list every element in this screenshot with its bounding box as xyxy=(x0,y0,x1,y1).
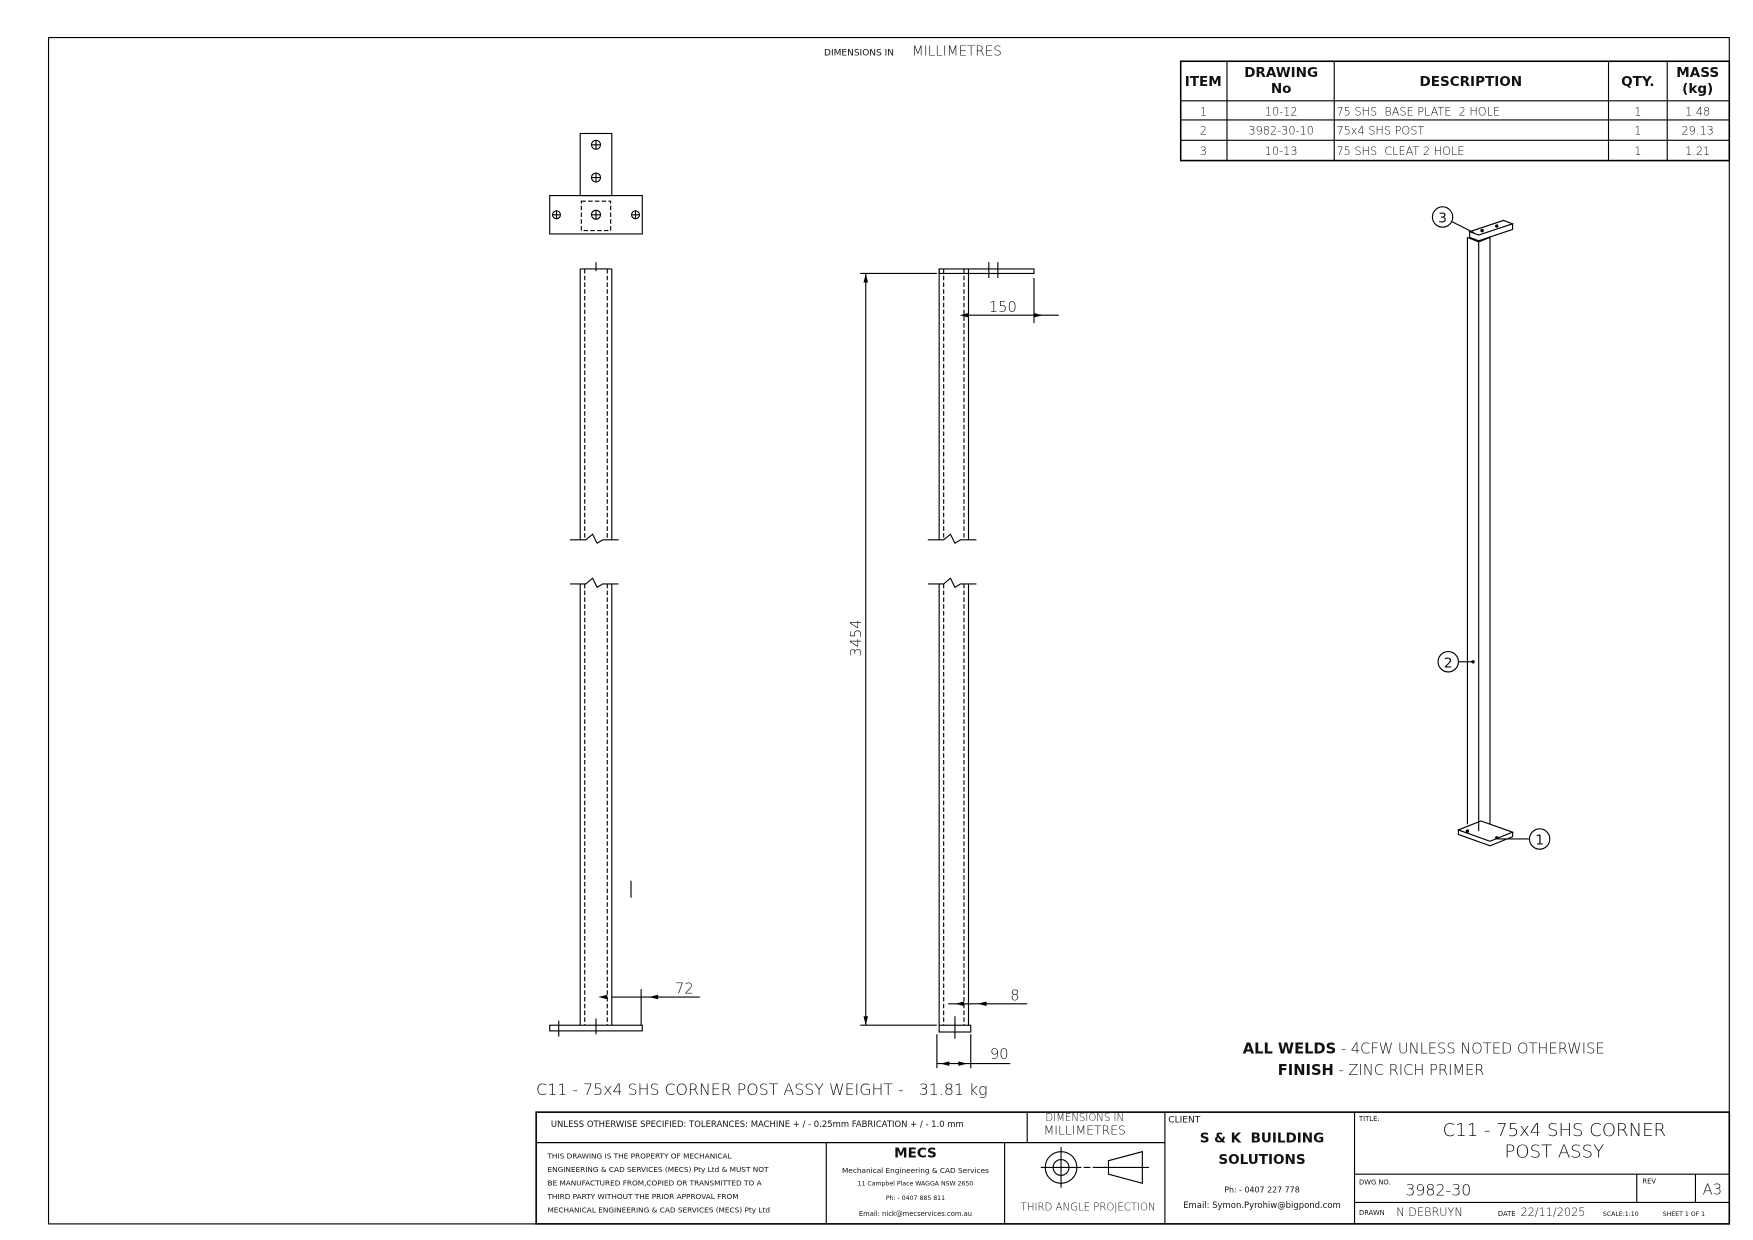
drawn-by: N DEBRUYN xyxy=(1396,1206,1463,1219)
company-name: Mechanical Engineering & CAD Services xyxy=(842,1166,989,1175)
bom-cell-mass: 1.21 xyxy=(1685,145,1710,158)
finish-label: FINISH xyxy=(1278,1062,1334,1079)
tolerances-note: UNLESS OTHERWISE SPECIFIED: TOLERANCES: … xyxy=(551,1119,964,1129)
company-email: Email: nick@mecservices.com.au xyxy=(859,1210,972,1218)
bom-header-item: ITEM xyxy=(1185,74,1222,90)
client-phone: Ph: - 0407 227 778 xyxy=(1224,1185,1300,1194)
property-notice: THIS DRAWING IS THE PROPERTY OF MECHANIC… xyxy=(546,1151,770,1214)
title-dims-prefix: DIMENSIONS IN xyxy=(1045,1113,1124,1124)
svg-text:2: 2 xyxy=(1444,655,1453,671)
balloon-1: 1 xyxy=(1497,828,1551,850)
drawn-label: DRAWN xyxy=(1359,1209,1385,1217)
bom-cell-item: 1 xyxy=(1200,105,1207,118)
bom-cell-item: 3 xyxy=(1200,145,1207,158)
dwg-no-label: DWG NO. xyxy=(1359,1178,1391,1186)
scale: SCALE:1:10 xyxy=(1603,1211,1639,1218)
bom-cell-item: 2 xyxy=(1200,125,1207,138)
bom-header-description: DESCRIPTION xyxy=(1419,74,1522,90)
dims-prefix: DIMENSIONS IN xyxy=(824,49,894,59)
bom-cell-drawing: 10-12 xyxy=(1265,105,1298,118)
assembly-caption: C11 - 75x4 SHS CORNER POST ASSY WEIGHT -… xyxy=(536,1080,987,1099)
welds-label: ALL WELDS xyxy=(1243,1040,1336,1057)
welds-note: ALL WELDS - 4CFW UNLESS NOTED OTHERWISE xyxy=(1243,1040,1605,1057)
date-label: DATE xyxy=(1498,1210,1516,1218)
bom-cell-qty: 1 xyxy=(1634,125,1641,138)
front-view: 72 xyxy=(549,262,700,1037)
finish-note: FINISH - ZINC RICH PRIMER xyxy=(1278,1062,1485,1079)
dimension-150: 150 xyxy=(989,299,1017,316)
bom-header-mass-unit: (kg) xyxy=(1682,81,1713,97)
side-view: 3454 150 8 90 xyxy=(848,262,1059,1069)
bom-cell-description: 75 SHS BASE PLATE 2 HOLE xyxy=(1336,105,1500,118)
bom-row: 3 10-13 75 SHS CLEAT 2 HOLE 1 1.21 xyxy=(1200,145,1711,158)
company-logo: MECS xyxy=(894,1145,937,1161)
sheet-size: A3 xyxy=(1703,1182,1722,1199)
projection-label: THIRD ANGLE PROJECTION xyxy=(1021,1202,1156,1213)
rev-label: REV xyxy=(1642,1177,1656,1185)
property-line: ENGINEERING & CAD SERVICES (MECS) Pty Lt… xyxy=(547,1165,769,1174)
welds-text: - 4CFW UNLESS NOTED OTHERWISE xyxy=(1336,1040,1605,1057)
bom-header-mass: MASS xyxy=(1676,65,1719,81)
dwg-no: 3982-30 xyxy=(1405,1181,1471,1200)
dimension-3454: 3454 xyxy=(848,619,865,656)
company-address: 11 Campbel Place WAGGA NSW 2650 xyxy=(858,1181,974,1188)
bom-table: ITEM DRAWING No DESCRIPTION QTY. MASS (k… xyxy=(1179,60,1731,162)
third-angle-projection-icon xyxy=(1040,1147,1150,1188)
bom-row: 2 3982-30-10 75x4 SHS POST 1 29.13 xyxy=(1200,125,1714,138)
property-line: THIS DRAWING IS THE PROPERTY OF MECHANIC… xyxy=(546,1151,732,1160)
client-name-2: SOLUTIONS xyxy=(1218,1152,1305,1168)
date: 22/11/2025 xyxy=(1520,1206,1585,1219)
client-label: CLIENT xyxy=(1168,1115,1200,1125)
svg-text:1: 1 xyxy=(1535,833,1544,849)
isometric-view: 3 2 1 xyxy=(1431,206,1551,850)
finish-text: - ZINC RICH PRIMER xyxy=(1334,1062,1485,1079)
bom-cell-mass: 1.48 xyxy=(1685,105,1710,118)
svg-text:3: 3 xyxy=(1438,211,1447,227)
dimension-72: 72 xyxy=(675,981,694,998)
dimension-90: 90 xyxy=(990,1046,1009,1063)
bom-cell-description: 75 SHS CLEAT 2 HOLE xyxy=(1336,145,1464,158)
balloon-2: 2 xyxy=(1437,651,1475,673)
property-line: MECHANICAL ENGINEERING & CAD SERVICES (M… xyxy=(547,1206,770,1215)
drawing-title-2: POST ASSY xyxy=(1505,1141,1605,1162)
company-phone: Ph: - 0407 885 811 xyxy=(886,1195,945,1202)
title-block: UNLESS OTHERWISE SPECIFIED: TOLERANCES: … xyxy=(535,1111,1731,1225)
property-line: BE MANUFACTURED FROM,COPIED OR TRANSMITT… xyxy=(547,1179,761,1188)
bom-cell-qty: 1 xyxy=(1634,145,1641,158)
property-line: THIRD PARTY WITHOUT THE PRIOR APPROVAL F… xyxy=(546,1192,738,1201)
bom-cell-drawing: 10-13 xyxy=(1265,145,1298,158)
bom-header-drawing-no: No xyxy=(1271,81,1292,97)
dimension-8: 8 xyxy=(1010,987,1019,1004)
bom-cell-drawing: 3982-30-10 xyxy=(1248,125,1313,138)
client-name-1: S & K BUILDING xyxy=(1200,1131,1325,1147)
top-view xyxy=(549,132,643,235)
drawing-title-1: C11 - 75x4 SHS CORNER xyxy=(1443,1120,1666,1141)
client-email: Email: Symon.Pyrohiw@bigpond.com xyxy=(1183,1200,1341,1210)
title-label: TITLE: xyxy=(1358,1115,1380,1123)
bom-cell-mass: 29.13 xyxy=(1682,125,1714,138)
balloon-3: 3 xyxy=(1431,206,1475,234)
dims-unit: MILLIMETRES xyxy=(912,44,1002,60)
company-block: MECS Mechanical Engineering & CAD Servic… xyxy=(842,1145,989,1218)
bom-row: 1 10-12 75 SHS BASE PLATE 2 HOLE 1 1.48 xyxy=(1200,105,1711,118)
bom-header-drawing: DRAWING xyxy=(1244,65,1318,81)
sheet-number: SHEET 1 OF 1 xyxy=(1663,1211,1705,1218)
bom-header-qty: QTY. xyxy=(1621,74,1654,90)
bom-cell-qty: 1 xyxy=(1634,105,1641,118)
title-dims-unit: MILLIMETRES xyxy=(1044,1123,1126,1138)
bom-cell-description: 75x4 SHS POST xyxy=(1336,125,1424,138)
